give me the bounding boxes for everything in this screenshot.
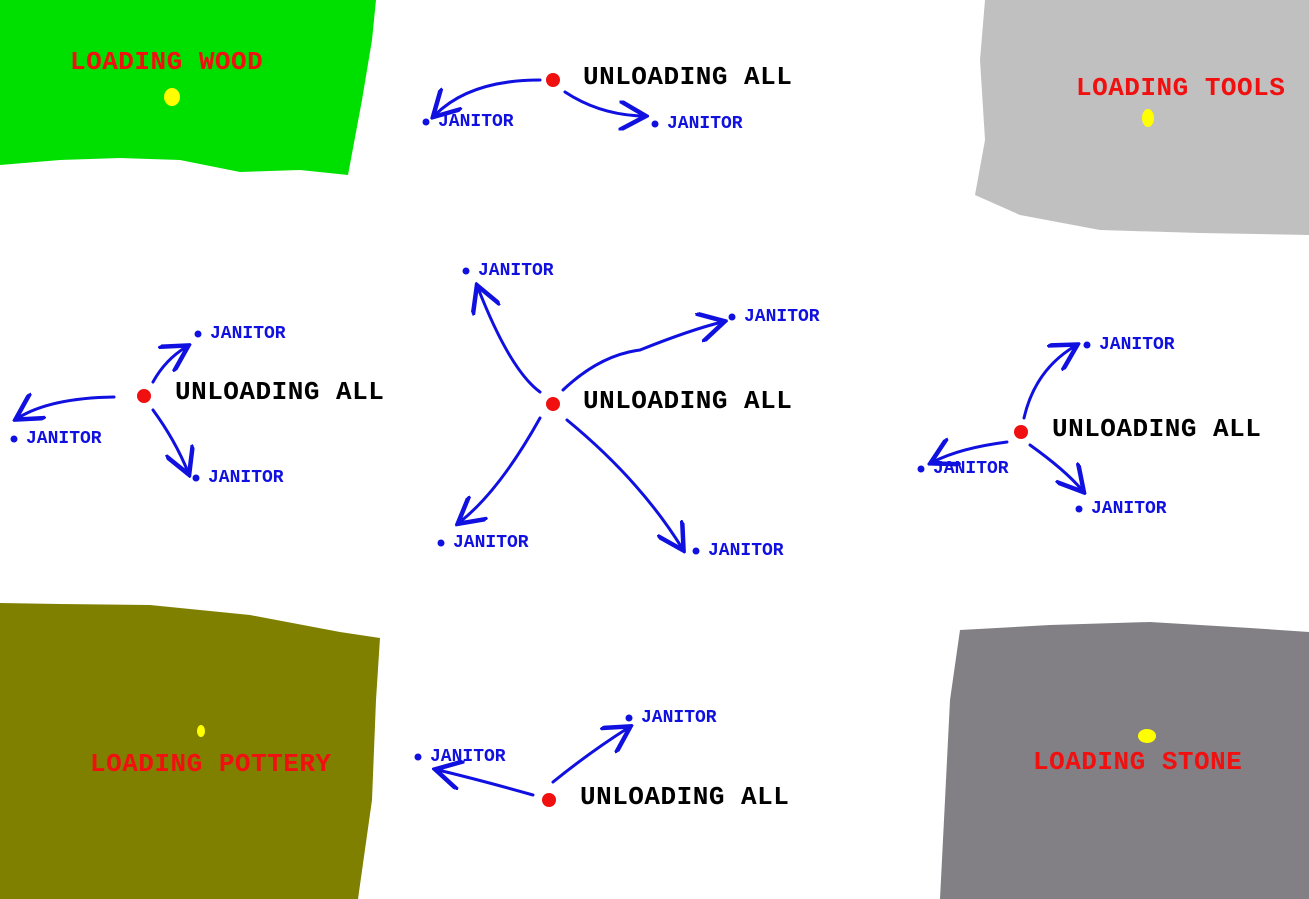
unit-label-top: UNLOADING ALL [583, 62, 793, 92]
arrow [563, 90, 643, 116]
arrow [18, 397, 116, 418]
zone-label-tools: LOADING TOOLS [1076, 73, 1286, 103]
zone-label-pottery: LOADING POTTERY [90, 749, 332, 779]
loader-dot-pottery [197, 725, 205, 737]
arrow [478, 288, 542, 394]
janitor-label: JANITOR [430, 747, 506, 767]
janitor-dot [194, 330, 202, 338]
janitor-label: JANITOR [933, 459, 1009, 479]
arrow [1028, 443, 1082, 490]
janitor-label: JANITOR [453, 533, 529, 553]
janitor-dot [192, 474, 200, 482]
unit-label-right: UNLOADING ALL [1052, 414, 1262, 444]
wood-zone [0, 0, 376, 175]
janitor-dot [1083, 341, 1091, 349]
janitor-label: JANITOR [641, 708, 717, 728]
arrow [438, 770, 535, 797]
janitor-label: JANITOR [708, 541, 784, 561]
arrow [565, 418, 682, 548]
loader-dot-stone [1138, 729, 1156, 743]
janitor-dot [728, 313, 736, 321]
tools-zone [975, 0, 1309, 235]
janitor-label: JANITOR [1091, 499, 1167, 519]
janitor-dot [692, 547, 700, 555]
arrow [1022, 346, 1075, 420]
janitor-dot [414, 753, 422, 761]
arrow [435, 78, 542, 115]
unit-label-left: UNLOADING ALL [175, 377, 385, 407]
janitor-dot [625, 714, 633, 722]
arrow [151, 408, 188, 472]
janitor-label: JANITOR [478, 261, 554, 281]
janitor-dot [437, 539, 445, 547]
janitor-dot [917, 465, 925, 473]
janitor-label: JANITOR [210, 324, 286, 344]
janitor-dot [462, 267, 470, 275]
janitor-dot [10, 435, 18, 443]
loader-dot-wood [164, 88, 180, 106]
janitor-dot [1075, 505, 1083, 513]
zone-label-stone: LOADING STONE [1033, 747, 1243, 777]
unloader-center [546, 397, 560, 411]
janitor-label: JANITOR [438, 112, 514, 132]
janitor-label: JANITOR [744, 307, 820, 327]
unit-label-bottom: UNLOADING ALL [580, 782, 790, 812]
arrow [151, 347, 186, 384]
janitor-label: JANITOR [1099, 335, 1175, 355]
unloader-right [1014, 425, 1028, 439]
loader-dot-tools [1142, 109, 1154, 127]
zone-label-wood: LOADING WOOD [70, 47, 264, 77]
janitor-dot [651, 120, 659, 128]
arrow [561, 322, 722, 392]
janitor-label: JANITOR [208, 468, 284, 488]
unit-label-center: UNLOADING ALL [583, 386, 793, 416]
unloader-top [546, 73, 560, 87]
pottery-zone [0, 603, 380, 899]
arrow [551, 728, 628, 784]
janitor-label: JANITOR [26, 429, 102, 449]
unloader-bottom [542, 793, 556, 807]
janitor-label: JANITOR [667, 114, 743, 134]
unloader-left [137, 389, 151, 403]
janitor-dot [422, 118, 430, 126]
arrow [460, 416, 542, 522]
stone-zone [940, 622, 1309, 899]
arrow [933, 442, 1009, 462]
